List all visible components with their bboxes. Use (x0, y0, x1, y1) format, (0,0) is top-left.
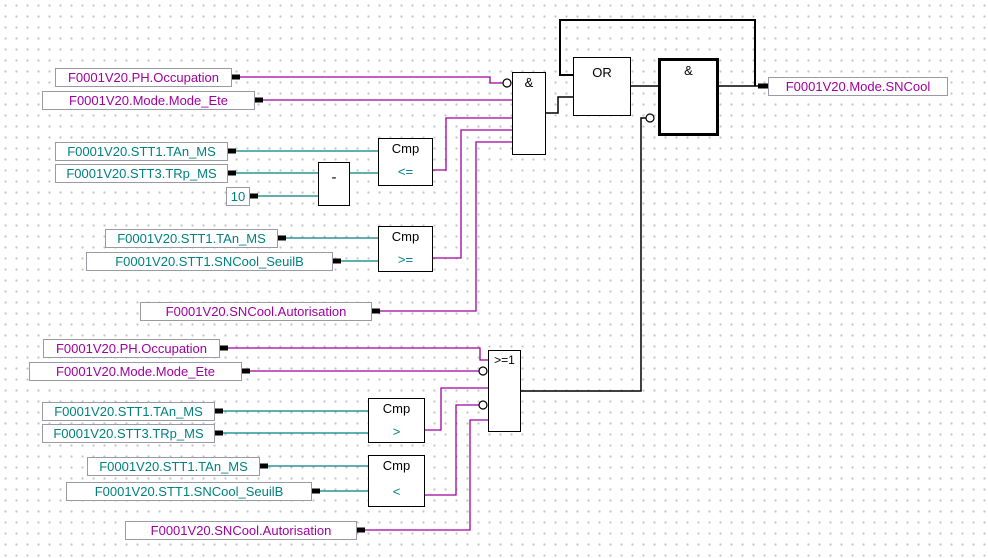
and-gate-top[interactable]: & (512, 72, 546, 155)
cmp-gt-block[interactable]: Cmp > (368, 398, 425, 443)
negation-circle (645, 113, 655, 123)
var-box-mode-ete-2[interactable]: F0001V20.Mode.Mode_Ete (29, 362, 242, 381)
and-gate-label: & (684, 63, 693, 78)
var-box-trp-ms-3[interactable]: F0001V20.STT3.TRp_MS (42, 424, 215, 443)
negation-circle (478, 400, 488, 410)
var-box-ph-occupation-1[interactable]: F0001V20.PH.Occupation (55, 68, 232, 87)
wire[interactable] (425, 387, 488, 431)
wire[interactable] (357, 419, 488, 531)
connector-stub (371, 308, 380, 314)
and-gate-main[interactable]: & (658, 58, 719, 136)
negation-circle (502, 78, 512, 88)
var-box-autorisation-2[interactable]: F0001V20.SNCool.Autorisation (125, 521, 357, 540)
connector-stub (214, 408, 223, 414)
cmp-header: Cmp (391, 141, 420, 156)
wire[interactable] (433, 129, 512, 259)
connector-stub (249, 193, 258, 199)
connector-stub (227, 170, 236, 176)
or-ge1-label: >=1 (494, 353, 515, 367)
wire[interactable] (521, 117, 646, 392)
wire[interactable] (546, 96, 573, 114)
cmp-header: Cmp (382, 401, 411, 416)
cmp-operator-ge: >= (397, 252, 414, 267)
or-block[interactable]: OR (573, 57, 631, 116)
connector-stub (227, 148, 236, 154)
wire[interactable] (433, 117, 512, 171)
var-box-mode-ete-1[interactable]: F0001V20.Mode.Mode_Ete (42, 91, 255, 110)
var-box-tan-ms-1[interactable]: F0001V20.STT1.TAn_MS (55, 142, 228, 161)
connector-stub (277, 235, 286, 241)
negation-circle (478, 366, 488, 376)
connector-stub (214, 430, 223, 436)
var-box-ph-occupation-2[interactable]: F0001V20.PH.Occupation (43, 339, 220, 358)
wire[interactable] (425, 404, 479, 496)
cmp-operator-lt: < (392, 484, 401, 499)
or-ge1-gate[interactable]: >=1 (488, 350, 521, 432)
wire[interactable] (372, 141, 512, 312)
connector-stub (219, 345, 228, 351)
wire[interactable] (220, 347, 488, 361)
cmp-operator-gt: > (392, 424, 401, 439)
subtract-label: - (331, 169, 337, 186)
cmp-header: Cmp (391, 229, 420, 244)
var-box-sncool-seuilb-1[interactable]: F0001V20.STT1.SNCool_SeuilB (86, 252, 333, 271)
wire[interactable] (232, 76, 503, 84)
connector-stub (332, 258, 341, 264)
var-box-output-mode-sncool[interactable]: F0001V20.Mode.SNCool (768, 77, 948, 96)
connector-stub (356, 527, 365, 533)
var-box-autorisation-1[interactable]: F0001V20.SNCool.Autorisation (140, 302, 372, 321)
connector-stub (241, 368, 250, 374)
var-box-sncool-seuilb-2[interactable]: F0001V20.STT1.SNCool_SeuilB (66, 482, 312, 501)
feedback-wire[interactable] (559, 19, 756, 86)
cmp-operator-le: <= (397, 164, 414, 179)
connector-stub (259, 463, 268, 469)
var-box-tan-ms-4[interactable]: F0001V20.STT1.TAn_MS (87, 457, 260, 476)
and-gate-label: & (524, 75, 534, 90)
connector-stub (231, 74, 240, 80)
cmp-header: Cmp (382, 458, 411, 473)
cmp-lt-block[interactable]: Cmp < (368, 455, 425, 507)
connector-stub (311, 488, 320, 494)
var-box-trp-ms-1[interactable]: F0001V20.STT3.TRp_MS (55, 164, 228, 183)
var-box-tan-ms-3[interactable]: F0001V20.STT1.TAn_MS (42, 402, 215, 421)
cmp-le-block[interactable]: Cmp <= (378, 138, 433, 186)
subtract-block[interactable]: - (318, 162, 350, 206)
var-box-const-10[interactable]: 10 (226, 187, 250, 206)
connector-stub (254, 97, 263, 103)
cmp-ge-block[interactable]: Cmp >= (378, 226, 433, 272)
var-box-tan-ms-2[interactable]: F0001V20.STT1.TAn_MS (105, 229, 278, 248)
connector-stub (758, 83, 768, 89)
or-block-label: OR (592, 65, 612, 80)
